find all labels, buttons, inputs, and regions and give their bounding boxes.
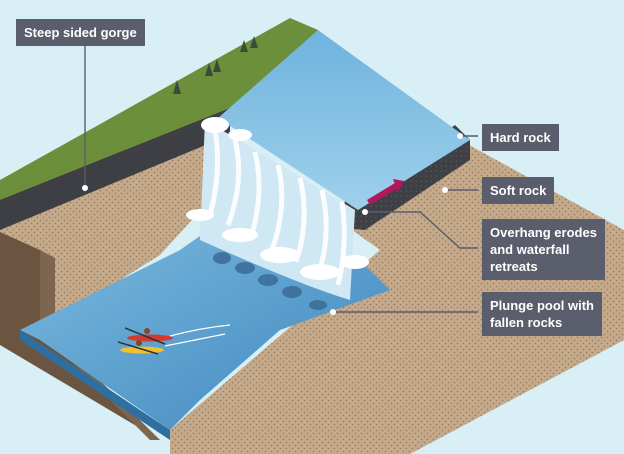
- label-overhang-line2: and waterfall: [490, 242, 570, 257]
- label-plunge-line1: Plunge pool with: [490, 298, 594, 313]
- label-plunge-pool: Plunge pool with fallen rocks: [482, 292, 602, 336]
- label-overhang-line3: retreats: [490, 259, 538, 274]
- river-edge: [20, 330, 170, 440]
- label-overhang: Overhang erodes and waterfall retreats: [482, 219, 605, 280]
- upper-river: [218, 30, 470, 210]
- label-soft-rock: Soft rock: [482, 177, 555, 204]
- fallen-rocks: [213, 252, 327, 310]
- grass-top: [0, 18, 318, 215]
- label-plunge-line2: fallen rocks: [490, 315, 563, 330]
- soft-rock-left: [0, 135, 230, 330]
- label-overhang-line1: Overhang erodes: [490, 225, 597, 240]
- label-steep-sided-gorge: Steep sided gorge: [16, 19, 145, 46]
- foam: [186, 117, 369, 280]
- soft-rock-right-face: [170, 140, 624, 454]
- overhang-arrow-icon: [367, 179, 404, 205]
- leader-lines: [84, 44, 478, 313]
- tree-icon: [173, 36, 258, 94]
- leader-dots: [82, 133, 463, 315]
- kayak-icon: [117, 324, 231, 355]
- label-hard-rock: Hard rock: [482, 124, 559, 151]
